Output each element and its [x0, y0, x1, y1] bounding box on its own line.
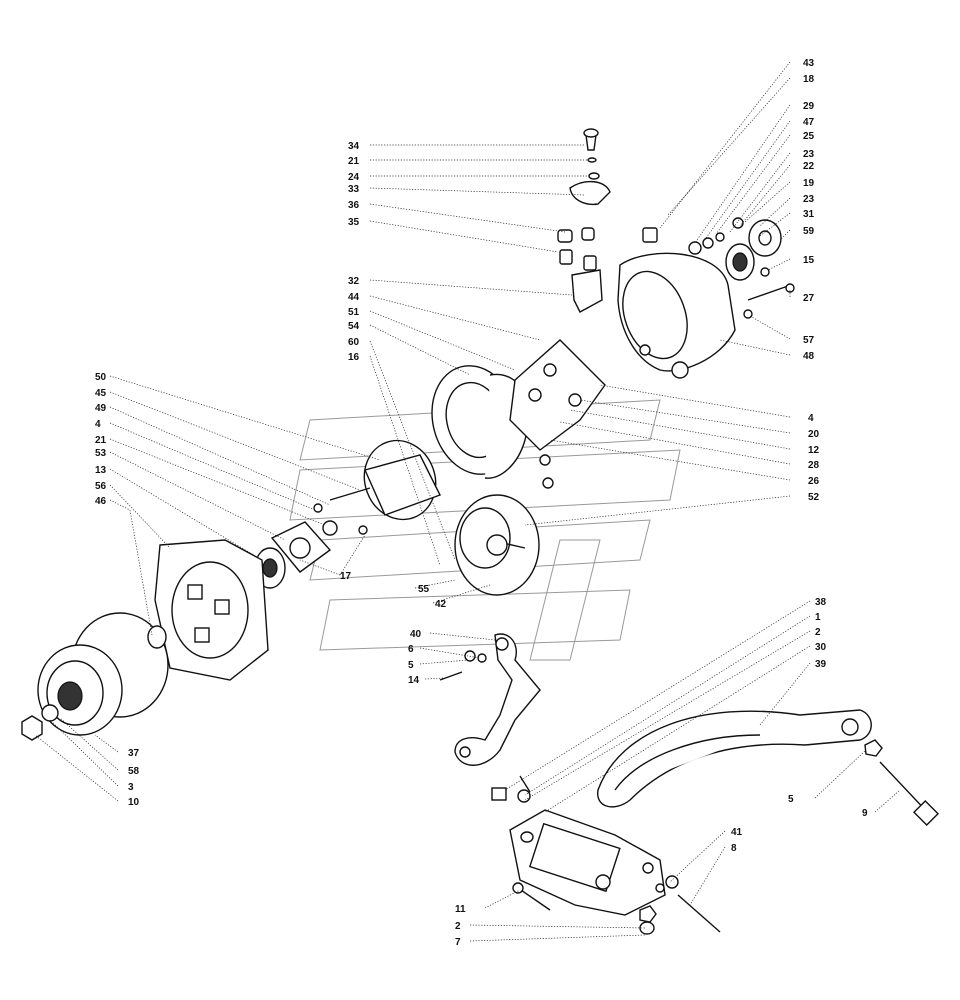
- callout-label: 36: [348, 200, 360, 211]
- callout-label: 26: [808, 476, 820, 487]
- callout-label: 11: [455, 904, 466, 915]
- callout-label: 13: [95, 465, 107, 476]
- callout-label: 32: [348, 276, 360, 287]
- callout-label: 42: [435, 599, 447, 610]
- callout-label: 41: [731, 827, 743, 838]
- parts-drawing: [21, 128, 940, 935]
- callout-label: 47: [803, 117, 815, 128]
- callout-label: 24: [348, 172, 360, 183]
- rotor: [313, 439, 441, 536]
- brush-holder-parts: [557, 128, 611, 313]
- callout-label: 2: [455, 921, 461, 932]
- callouts-center: 17 55 42 40 6 5 14: [340, 571, 447, 686]
- callout-label: 8: [731, 843, 737, 854]
- adjusting-arm: [597, 709, 940, 827]
- callout-label: 30: [815, 642, 827, 653]
- callout-label: 31: [803, 209, 815, 220]
- callout-label: 2: [815, 627, 821, 638]
- callout-label: 56: [95, 481, 107, 492]
- callout-label: 52: [808, 492, 820, 503]
- callouts-pulley: 37 58 3 10: [128, 748, 140, 808]
- bearing-retainer-plate: [270, 521, 332, 573]
- callout-label: 4: [808, 413, 814, 424]
- callout-label: 59: [803, 226, 815, 237]
- callout-label: 38: [815, 597, 827, 608]
- callout-label: 5: [788, 794, 794, 805]
- callout-label: 5: [408, 660, 414, 671]
- callout-label: 43: [803, 58, 815, 69]
- callout-label: 51: [348, 307, 360, 318]
- callout-label: 29: [803, 101, 815, 112]
- callout-label: 3: [128, 782, 134, 793]
- leader-lines: [34, 61, 901, 942]
- callout-label: 17: [340, 571, 352, 582]
- callout-label: 60: [348, 337, 360, 348]
- callouts-left: 50 45 49 4 21 53 13 56 46: [95, 372, 107, 507]
- callout-label: 10: [128, 797, 140, 808]
- callout-label: 6: [408, 644, 414, 655]
- callout-label: 23: [803, 194, 815, 205]
- callout-label: 18: [803, 74, 815, 85]
- callout-label: 23: [803, 149, 815, 160]
- callout-label: 25: [803, 131, 815, 142]
- callout-label: 50: [95, 372, 107, 383]
- callout-label: 46: [95, 496, 107, 507]
- callout-label: 57: [803, 335, 815, 346]
- callout-label: 39: [815, 659, 827, 670]
- callout-label: 21: [348, 156, 360, 167]
- callout-label: 1: [815, 612, 821, 623]
- callout-label: 21: [95, 435, 107, 446]
- callout-label: 14: [408, 675, 420, 686]
- callout-label: 27: [803, 293, 815, 304]
- rotor-fan: [454, 494, 540, 596]
- callout-label: 35: [348, 217, 360, 228]
- pulley: [21, 644, 123, 741]
- callout-label: 49: [95, 403, 107, 414]
- callout-label: 45: [95, 388, 107, 399]
- callouts-bracket: 38 1 2 30 39 5 9 41 8 11 2 7: [455, 597, 868, 948]
- callout-label: 19: [803, 178, 815, 189]
- callout-label: 37: [128, 748, 140, 759]
- callout-label: 4: [95, 419, 101, 430]
- callout-label: 58: [128, 766, 140, 777]
- mounting-bracket: [491, 775, 721, 935]
- callout-label: 20: [808, 429, 820, 440]
- callout-label: 55: [418, 584, 430, 595]
- callouts-top-left: 34 21 24 33 36 35 32 44 51 54 60 16: [348, 141, 360, 363]
- rectifier-assembly: [509, 339, 606, 489]
- callouts-right: 43 18 29 47 25 23 22 19 23 31 59 15 27 5…: [803, 58, 820, 503]
- front-cover-housing: [154, 539, 269, 681]
- callout-label: 44: [348, 292, 360, 303]
- callout-label: 22: [803, 161, 815, 172]
- callout-label: 34: [348, 141, 360, 152]
- callout-label: 54: [348, 321, 360, 332]
- callout-label: 15: [803, 255, 815, 266]
- callout-label: 53: [95, 448, 107, 459]
- callout-label: 9: [862, 808, 868, 819]
- callout-label: 48: [803, 351, 815, 362]
- callout-label: 40: [410, 629, 422, 640]
- background-watermark: [289, 399, 681, 661]
- callout-label: 33: [348, 184, 360, 195]
- callout-label: 28: [808, 460, 820, 471]
- tension-strap: [439, 633, 541, 766]
- callout-label: 12: [808, 445, 820, 456]
- stator: [431, 365, 529, 479]
- small-fasteners-top-right: [642, 217, 795, 319]
- rear-cover-housing: [617, 252, 736, 379]
- callout-label: 7: [455, 937, 461, 948]
- callout-label: 16: [348, 352, 360, 363]
